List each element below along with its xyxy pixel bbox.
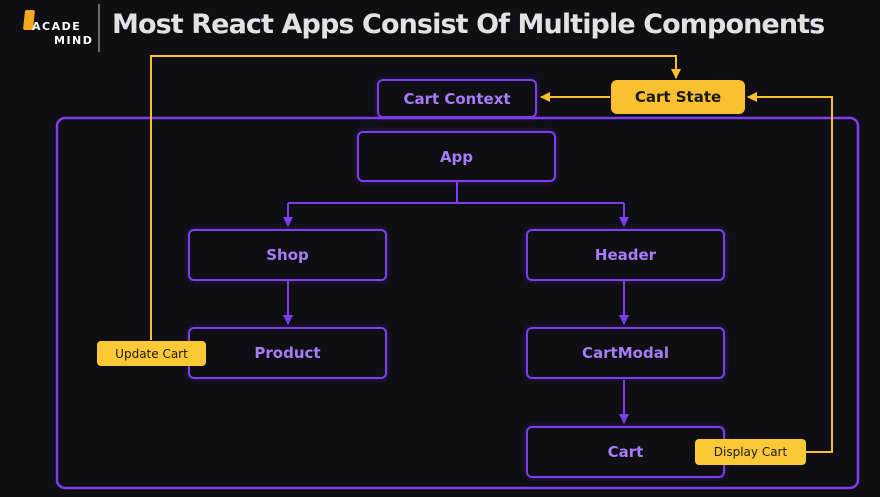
- app-boundary: [55, 116, 860, 490]
- cart-node: Cart: [526, 426, 725, 478]
- state-flow-arrows: [150, 55, 833, 453]
- shop-node: Shop: [188, 229, 387, 281]
- app-node: App: [357, 131, 556, 182]
- display-cart-label: Display Cart: [695, 439, 806, 465]
- update-cart-label: Update Cart: [97, 341, 206, 366]
- cart-context-node: Cart Context: [377, 79, 537, 118]
- slide-title: Most React Apps Consist Of Multiple Comp…: [112, 9, 825, 40]
- logo-text-line1: ACADE: [32, 20, 82, 33]
- product-node: Product: [188, 327, 387, 379]
- header-divider: [98, 4, 100, 52]
- logo-text-line2: MIND: [54, 34, 94, 47]
- cart-modal-node: CartModal: [526, 327, 725, 379]
- academind-logo: ACADE MIND: [22, 10, 96, 50]
- header-node: Header: [526, 229, 725, 281]
- slide-header: ACADE MIND Most React Apps Consist Of Mu…: [0, 0, 880, 56]
- component-tree-arrows: [283, 182, 629, 424]
- cart-state-node: Cart State: [611, 80, 745, 114]
